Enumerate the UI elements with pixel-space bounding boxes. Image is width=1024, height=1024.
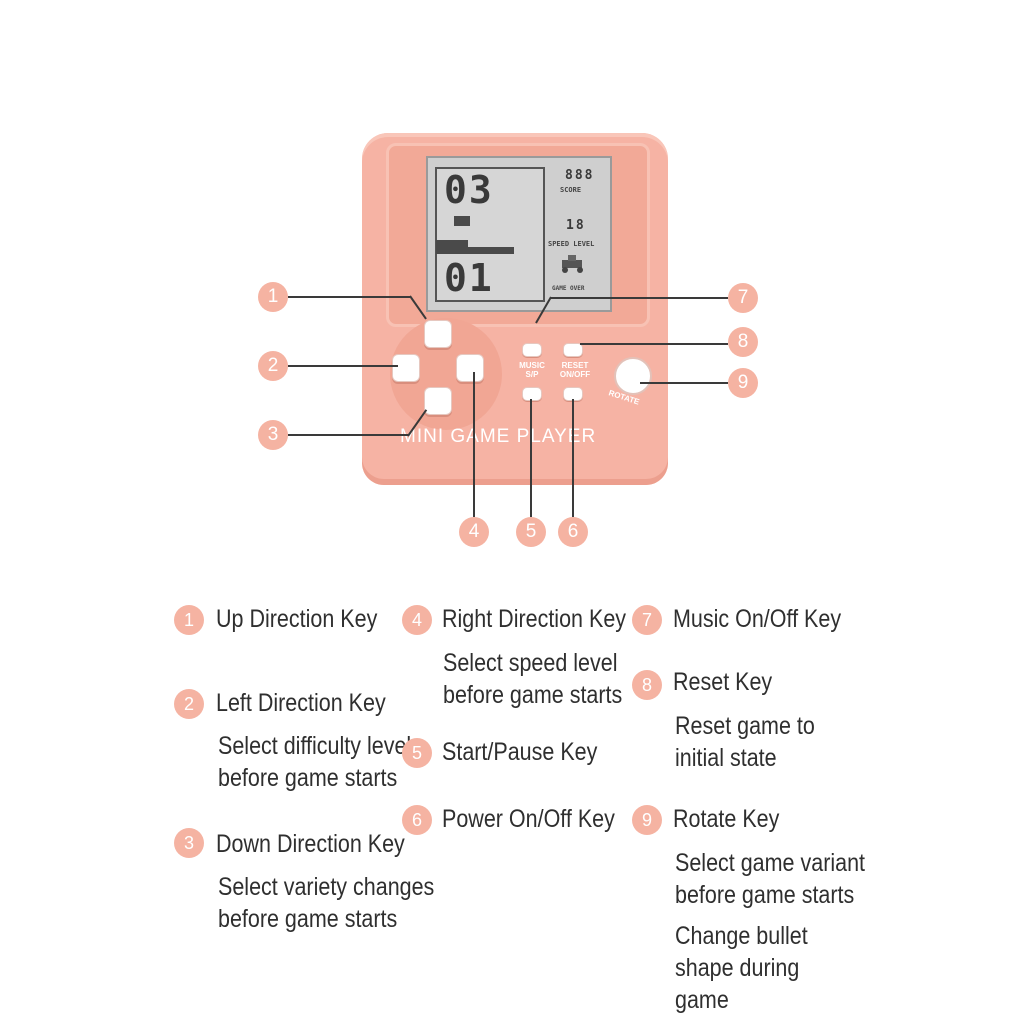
legend-desc-down-key-2: before game starts bbox=[218, 905, 398, 933]
down-direction-key[interactable] bbox=[424, 387, 452, 415]
legend-num-1: 1 bbox=[174, 605, 204, 635]
lcd-bottom-digits: 01 bbox=[444, 256, 494, 300]
callout-badge-9: 9 bbox=[728, 368, 758, 398]
lcd-stacked-block bbox=[436, 240, 468, 254]
callout-line-3 bbox=[288, 434, 408, 436]
callout-line-8 bbox=[580, 343, 728, 345]
legend-num-5: 5 bbox=[402, 738, 432, 768]
lcd-game-over-label: GAME OVER bbox=[552, 285, 585, 292]
music-key[interactable] bbox=[522, 343, 542, 357]
legend-title-up-key: Up Direction Key bbox=[216, 605, 378, 633]
brand-label: MINI GAME PLAYER bbox=[400, 426, 597, 447]
legend-title-music-key: Music On/Off Key bbox=[673, 605, 842, 633]
lcd-top-digits: 03 bbox=[444, 168, 494, 212]
callout-line-9 bbox=[640, 382, 728, 384]
start-pause-key[interactable] bbox=[522, 387, 542, 401]
legend-title-start-pause-key: Start/Pause Key bbox=[442, 738, 598, 766]
reset-key[interactable] bbox=[563, 343, 583, 357]
legend-desc-right-key-1: Select speed level bbox=[443, 649, 618, 677]
callout-line-6 bbox=[572, 399, 574, 517]
legend-num-8: 8 bbox=[632, 670, 662, 700]
callout-line-1 bbox=[288, 296, 410, 298]
callout-badge-6: 6 bbox=[558, 517, 588, 547]
callout-badge-7: 7 bbox=[728, 283, 758, 313]
lcd-playfield bbox=[435, 167, 545, 302]
legend-num-7: 7 bbox=[632, 605, 662, 635]
lcd-score-digits: 888 bbox=[565, 168, 595, 183]
legend-desc-rotate-key-2: before game starts bbox=[675, 881, 855, 909]
callout-badge-8: 8 bbox=[728, 327, 758, 357]
legend-desc-rotate-key-3: Change bullet bbox=[675, 922, 808, 950]
legend-desc-left-key-2: before game starts bbox=[218, 764, 398, 792]
rotate-key[interactable] bbox=[614, 357, 652, 395]
legend-desc-down-key-1: Select variety changes bbox=[218, 873, 435, 901]
left-direction-key[interactable] bbox=[392, 354, 420, 382]
callout-badge-4: 4 bbox=[459, 517, 489, 547]
legend-title-reset-key: Reset Key bbox=[673, 668, 773, 696]
legend-num-6: 6 bbox=[402, 805, 432, 835]
legend-title-right-key: Right Direction Key bbox=[442, 605, 627, 633]
callout-badge-5: 5 bbox=[516, 517, 546, 547]
callout-badge-3: 3 bbox=[258, 420, 288, 450]
legend-desc-right-key-2: before game starts bbox=[443, 681, 623, 709]
callout-line-7 bbox=[550, 297, 728, 299]
legend-desc-rotate-key-1: Select game variant bbox=[675, 849, 866, 877]
legend-title-power-key: Power On/Off Key bbox=[442, 805, 615, 833]
lcd-racer-icon bbox=[556, 254, 590, 274]
legend-num-2: 2 bbox=[174, 689, 204, 719]
legend-desc-reset-key-1: Reset game to bbox=[675, 712, 815, 740]
lcd-score-label: SCORE bbox=[560, 186, 582, 194]
legend-title-down-key: Down Direction Key bbox=[216, 830, 405, 858]
legend-desc-rotate-key-4: shape during bbox=[675, 954, 800, 982]
callout-line-4 bbox=[473, 372, 475, 517]
legend-num-3: 3 bbox=[174, 828, 204, 858]
up-direction-key[interactable] bbox=[424, 320, 452, 348]
legend-desc-reset-key-2: initial state bbox=[675, 744, 777, 772]
lcd-speed-label: SPEED LEVEL bbox=[548, 240, 595, 248]
callout-badge-2: 2 bbox=[258, 351, 288, 381]
lcd-stacked-row bbox=[468, 247, 514, 254]
legend-num-4: 4 bbox=[402, 605, 432, 635]
callout-badge-1: 1 bbox=[258, 282, 288, 312]
legend-num-9: 9 bbox=[632, 805, 662, 835]
callout-line-2 bbox=[288, 365, 398, 367]
callout-line-5 bbox=[530, 399, 532, 517]
lcd-level-digits: 18 bbox=[566, 218, 586, 233]
legend-title-rotate-key: Rotate Key bbox=[673, 805, 780, 833]
right-direction-key[interactable] bbox=[456, 354, 484, 382]
legend-desc-left-key-1: Select difficulty level bbox=[218, 732, 412, 760]
legend-desc-rotate-key-5: game bbox=[675, 986, 729, 1014]
legend-title-left-key: Left Direction Key bbox=[216, 689, 386, 717]
lcd-falling-block bbox=[454, 216, 470, 226]
